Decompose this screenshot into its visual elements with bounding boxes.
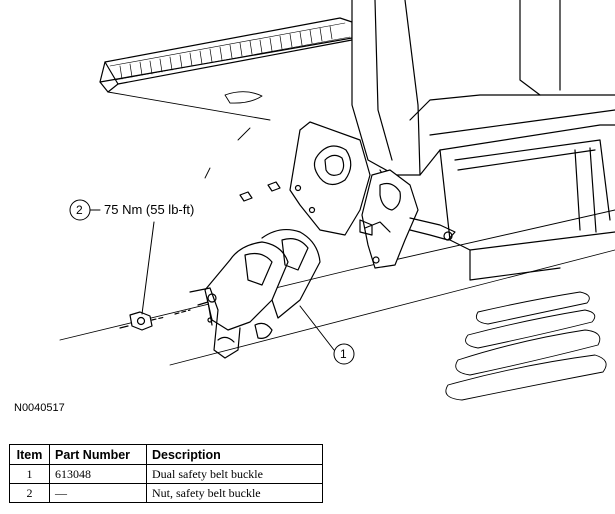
- figure-id: N0040517: [14, 402, 65, 414]
- service-illustration: 2 75 Nm (55 lb-ft) 1: [59, 0, 615, 401]
- cell-item: 1: [9, 464, 50, 484]
- cell-part-number: 613048: [49, 464, 147, 484]
- anchor-bracket: [239, 121, 456, 269]
- cell-item: 2: [9, 483, 50, 503]
- seat-frame: [351, 0, 615, 281]
- cell-description: Dual safety belt buckle: [146, 464, 323, 484]
- callout-2-number: 2: [76, 203, 83, 217]
- floor-ribs: [445, 291, 607, 401]
- callout-2: 2 75 Nm (55 lb-ft): [69, 199, 194, 315]
- sill-plate: [99, 17, 353, 93]
- header-item: Item: [9, 444, 50, 465]
- parts-table: Item Part Number Description 1 613048 Du…: [9, 444, 323, 503]
- header-part-number: Part Number: [49, 444, 147, 465]
- cell-description: Nut, safety belt buckle: [146, 483, 323, 503]
- buckle-nut: [119, 309, 191, 331]
- header-description: Description: [146, 444, 323, 465]
- callout-1-number: 1: [340, 347, 347, 361]
- table-row: 1 613048 Dual safety belt buckle: [9, 464, 323, 484]
- dual-buckle: [189, 228, 321, 359]
- callout-1: 1: [299, 305, 355, 365]
- cell-part-number: —: [49, 483, 147, 503]
- table-row: 2 — Nut, safety belt buckle: [9, 483, 323, 503]
- callout-2-torque: 75 Nm (55 lb-ft): [104, 202, 194, 217]
- floor-panel: [59, 91, 615, 366]
- table-header-row: Item Part Number Description: [9, 444, 323, 465]
